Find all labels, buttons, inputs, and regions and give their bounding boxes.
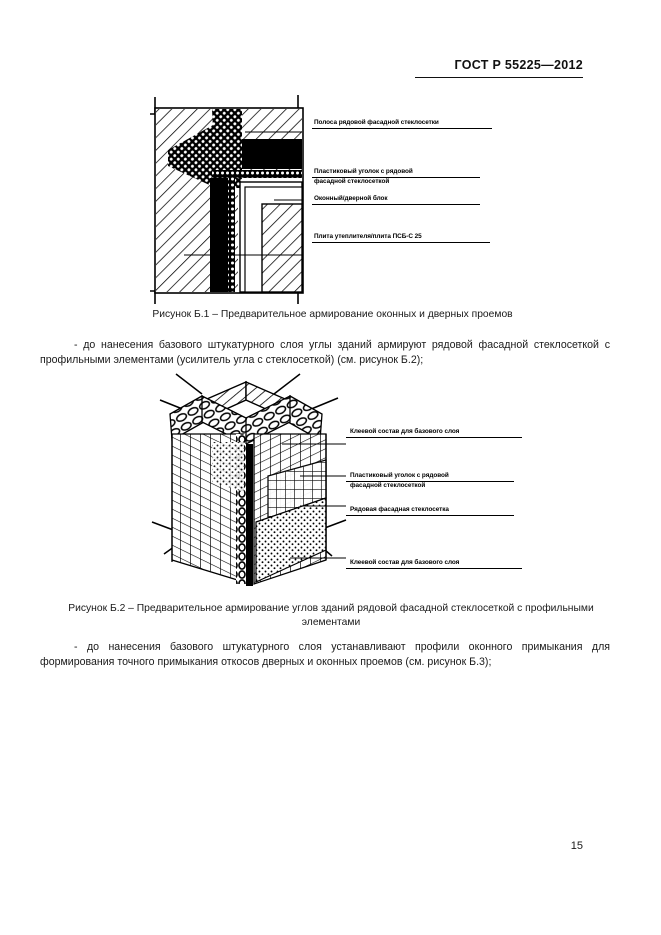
figure-b2-drawing [151,373,347,586]
figure-b1-label-insulation-board: Плита утеплителя/плита ПСБ-С 25 [314,233,422,240]
figure-b2-label-plastic-corner-2: фасадной стеклосеткой [350,482,426,489]
figure-b2-caption-line2: элементами [301,617,361,628]
leader-line-window-door-block [312,204,480,205]
figure-b1-label-window-door-block: Оконный/дверной блок [314,195,388,202]
figure-b2-caption-line1: Рисунок Б.2 – Предварительное армировани… [68,603,594,614]
document-standard-title: ГОСТ Р 55225—2012 [454,58,583,72]
figure-b1-drawing [150,95,304,304]
figure-b2-label-facade-mesh: Рядовая фасадная стеклосетка [350,506,449,513]
figure-b2-label-adhesive-bottom: Клеевой состав для базового слоя [350,559,460,566]
figure-b1-label-strip-mesh: Полоса рядовой фасадной стеклосетки [314,119,439,126]
figure-b1-label-plastic-corner-1: Пластиковый уголок с рядовой [314,168,413,175]
figure-b1-caption: Рисунок Б.1 – Предварительное армировани… [152,309,513,320]
leader-line-adhesive-bottom [346,568,522,569]
leader-line-strip-mesh [312,128,492,129]
figure-b1: Полоса рядовой фасадной стеклосетки Плас… [150,92,492,307]
leader-line-adhesive-top [346,437,522,438]
paragraph-corner-reinforcement: - до нанесения базового штукатурного сло… [40,339,610,366]
leader-line-facade-mesh [346,515,514,516]
header-rule [415,77,583,78]
figure-b2-label-plastic-corner-1: Пластиковый уголок с рядовой [350,472,449,479]
figure-b1-label-plastic-corner-2: фасадной стеклосеткой [314,178,390,185]
page-number: 15 [570,840,583,852]
figure-b2-label-adhesive-top: Клеевой состав для базового слоя [350,428,460,435]
leader-line-plastic-corner-2 [346,481,514,482]
paragraph-window-profiles: - до нанесения базового штукатурного сло… [40,641,610,668]
figure-b2: Клеевой состав для базового слоя Пластик… [150,372,522,592]
leader-line-insulation-board [312,242,490,243]
leader-line-plastic-corner [312,177,480,178]
